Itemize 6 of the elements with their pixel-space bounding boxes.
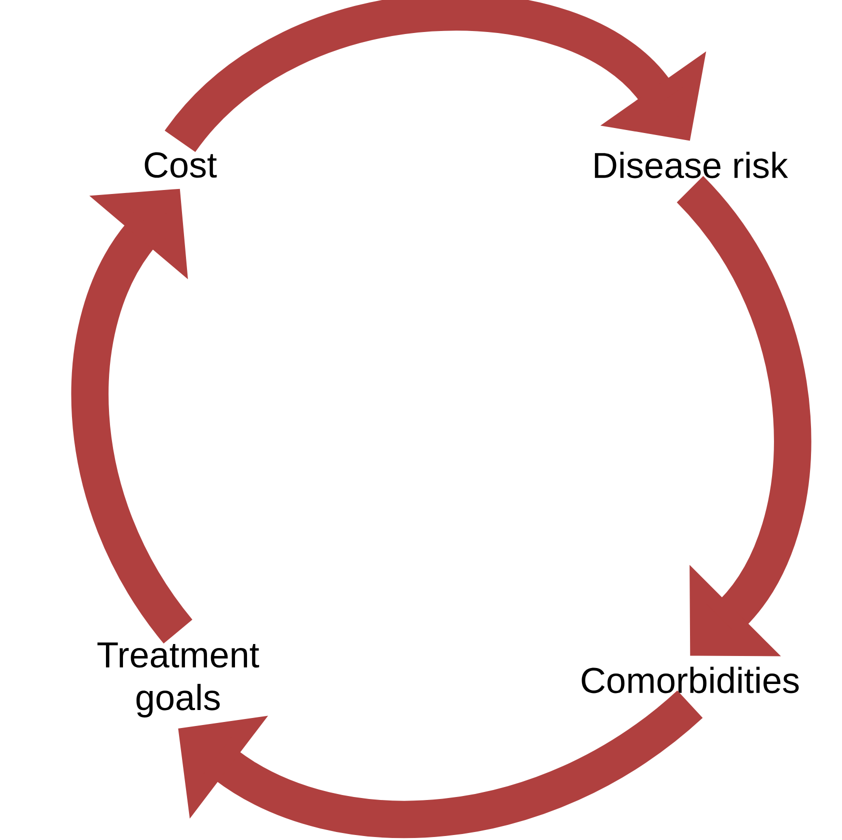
curved-arrow bbox=[676, 176, 811, 656]
node-label: Cost bbox=[144, 152, 217, 178]
node-label: Comorbidities bbox=[582, 666, 799, 694]
node-label: Disease risk bbox=[594, 152, 788, 178]
node-label: Treatment goals bbox=[97, 642, 260, 718]
curved-arrow bbox=[166, 0, 706, 154]
